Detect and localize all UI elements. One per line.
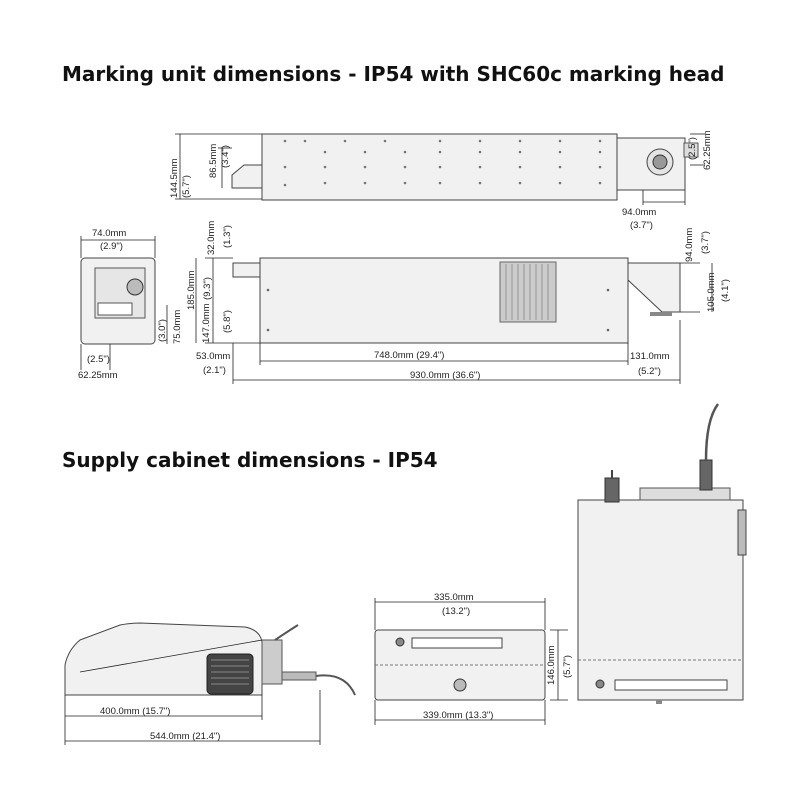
dim-13-2: (13.2") (442, 606, 470, 617)
marking-unit-top-view: 144.5mm (5.7") 86.5mm (3.4") (2.5") 62.2… (169, 130, 713, 231)
dim-53-0: 53.0mm (196, 351, 230, 362)
dim-5-8: (5.8") (222, 310, 233, 333)
supply-cabinet-side-view: 400.0mm (15.7") 544.0mm (21.4") (64, 622, 356, 745)
dim-147-0: 147.0mm (201, 303, 212, 343)
dim-5-7-cab: (5.7") (562, 655, 573, 678)
dim-748-0: 748.0mm (29.4") (374, 350, 444, 361)
dim-185-0: 185.0mm (186, 270, 197, 310)
marking-unit-side-view: 32.0mm (1.3") 185.0mm (9.3") 147.0mm (5.… (186, 221, 731, 384)
dim-3-7: (3.7") (630, 220, 653, 231)
dim-144-5: 144.5mm (169, 158, 180, 198)
dim-74-0: 74.0mm (92, 228, 126, 239)
dim-544-0: 544.0mm (21.4") (150, 731, 220, 742)
dim-335-0: 335.0mm (434, 592, 474, 603)
dim-32-0: 32.0mm (206, 221, 217, 255)
dim-1-3: (1.3") (222, 225, 233, 248)
supply-cabinet-perspective-view (577, 403, 747, 704)
marking-unit-end-view: 74.0mm (2.9") (3.0") 75.0mm (2.5") 62.25… (78, 228, 183, 381)
dim-75-0: 75.0mm (172, 310, 183, 344)
dim-5-7: (5.7") (181, 175, 192, 198)
supply-cabinet-front-view: 335.0mm (13.2") 339.0mm (13.3") 146.0mm … (374, 592, 573, 725)
dim-end-62-25: 62.25mm (78, 370, 118, 381)
dim-9-3: (9.3") (202, 277, 213, 300)
dim-end-2-5: (2.5") (87, 354, 110, 365)
marking-unit-title: Marking unit dimensions - IP54 with SHC6… (62, 62, 725, 86)
supply-cabinet-title: Supply cabinet dimensions - IP54 (62, 448, 438, 472)
dim-62-25: 62.25mm (702, 130, 713, 170)
dim-94-0: 94.0mm (622, 207, 656, 218)
dim-4-1: (4.1") (720, 279, 731, 302)
dim-3-0: (3.0") (157, 319, 168, 342)
dim-339-0: 339.0mm (13.3") (423, 710, 493, 721)
dim-105-0: 105.0mm (706, 272, 717, 312)
dim-3-7-side: (3.7") (700, 231, 711, 254)
dim-94-0-side: 94.0mm (684, 228, 695, 262)
dim-86-5: 86.5mm (208, 144, 219, 178)
dim-131-0: 131.0mm (630, 351, 670, 362)
dim-930-0: 930.0mm (36.6") (410, 370, 480, 381)
dim-3-4: (3.4") (220, 145, 231, 168)
dim-5-2: (5.2") (638, 366, 661, 377)
dim-2-9: (2.9") (100, 241, 123, 252)
dim-2-1: (2.1") (203, 365, 226, 376)
dim-400-0: 400.0mm (15.7") (100, 706, 170, 717)
dim-2-5: (2.5") (687, 137, 698, 160)
dim-146-0: 146.0mm (546, 645, 557, 685)
